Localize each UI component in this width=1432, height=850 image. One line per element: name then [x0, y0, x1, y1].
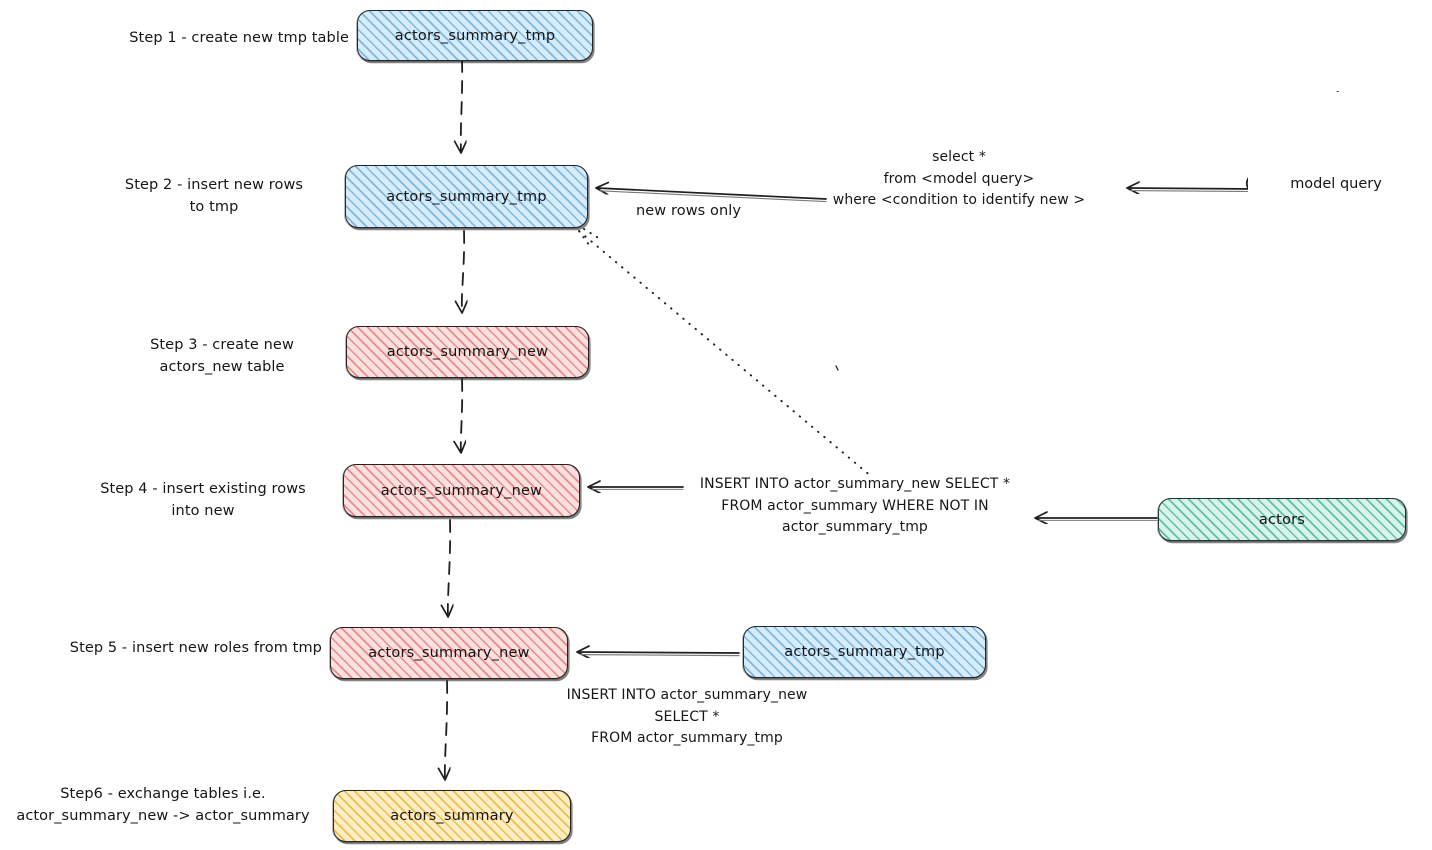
step-label-4: Step 4 - insert existing rows into new	[100, 481, 306, 520]
step-label-2: Step 2 - insert new rows to tmp	[124, 177, 304, 216]
edge-actors-to-insertexisting	[1036, 518, 1158, 520]
node-label: actors_summary_tmp	[394, 27, 556, 44]
step-label-1: Step 1 - create new tmp table	[129, 30, 349, 46]
edge-label-insert-new-roles-sql: INSERT INTO actor_summary_new SELECT * F…	[566, 687, 808, 747]
node-label: actors_summary	[390, 808, 514, 824]
edge-modelquery-to-sql	[1128, 188, 1259, 192]
node-actors-summary-new-step4[interactable]: actors_summary_new	[342, 464, 580, 518]
node-actors-summary-new-step5[interactable]: actors_summary_new	[329, 627, 568, 680]
edge-step2-dotted-to-insert	[572, 225, 873, 478]
step-label-3: Step 3 - create new actors_new table	[150, 337, 294, 376]
node-label: actors_summary_tmp	[784, 644, 945, 660]
edge-step5-to-step6	[445, 680, 447, 779]
node-actors-summary-tmp-step5[interactable]: actors_summary_tmp	[742, 626, 986, 679]
node-label: actors_summary_new	[380, 482, 543, 499]
node-actors-summary-tmp-step1[interactable]: actors_summary_tmp	[356, 10, 593, 62]
node-label: actors_summary_new	[368, 645, 530, 661]
edge-label-new-rows-only: new rows only	[636, 203, 742, 219]
node-label: model query	[1290, 176, 1382, 192]
edge-label-model-query-sql: select * from <model query> where <condi…	[832, 149, 1086, 209]
node-label: actors	[1258, 511, 1306, 528]
node-actors-summary-step6[interactable]: actors_summary	[332, 790, 571, 843]
edge-label-insert-existing-sql: INSERT INTO actor_summary_new SELECT * F…	[699, 476, 1011, 536]
edge-step3-to-step4	[461, 378, 462, 452]
step-label-5: Step 5 - insert new roles from tmp	[69, 640, 322, 656]
node-model-query[interactable]: model query	[1248, 92, 1424, 276]
node-label: actors_summary_new	[386, 344, 549, 360]
step-label-6: Step6 - exchange tables i.e. actor_summa…	[16, 786, 310, 825]
node-label: actors_summary_tmp	[386, 188, 547, 205]
edge-step4-to-step5	[448, 519, 450, 616]
edge-insertexisting-to-step4	[589, 487, 684, 489]
node-actors-summary-new-step3[interactable]: actors_summary_new	[345, 326, 589, 379]
node-actors-summary-tmp-step2[interactable]: actors_summary_tmp	[344, 165, 588, 229]
stray-tick-mark	[835, 365, 839, 371]
node-actors[interactable]: actors	[1157, 498, 1406, 542]
edge-tmp5-to-new5	[578, 652, 740, 656]
edge-step2-to-step3	[462, 230, 464, 312]
edge-step1-to-step2	[461, 59, 462, 152]
